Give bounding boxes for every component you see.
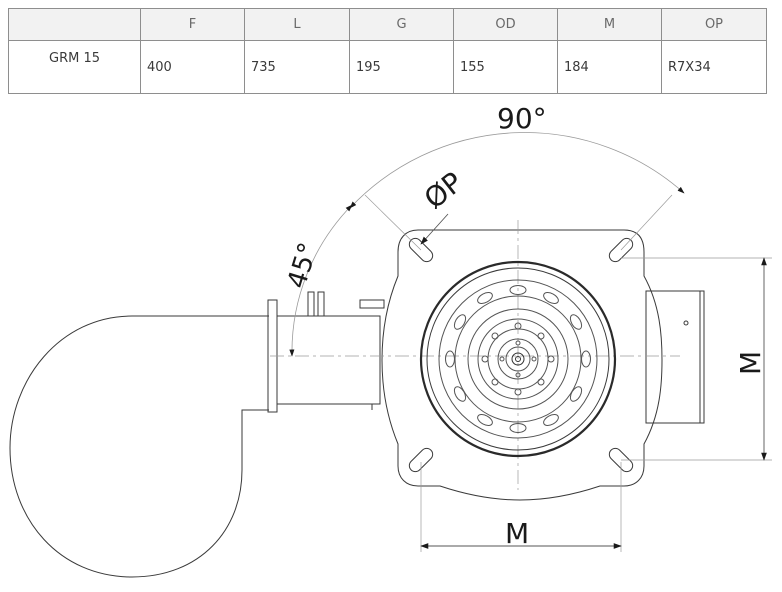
head-holes-inner xyxy=(481,322,555,396)
mounting-plate xyxy=(381,229,663,501)
header-op: OP xyxy=(661,8,767,41)
cell-l: 735 xyxy=(244,40,350,94)
diameter-leader xyxy=(420,213,449,245)
table-row: GRM 15 400 735 195 155 184 R7X34 xyxy=(8,40,767,94)
blast-tube xyxy=(276,315,381,405)
angle-45-label: 45° xyxy=(282,239,324,292)
specs-table: F L G OD M OP GRM 15 400 735 195 155 184… xyxy=(8,8,767,94)
diameter-label: ØP xyxy=(418,166,469,216)
cell-od: 155 xyxy=(453,40,558,94)
header-l: L xyxy=(244,8,350,41)
header-g: G xyxy=(349,8,454,41)
head-slots-outer xyxy=(445,285,591,433)
motor-box xyxy=(645,290,705,424)
cell-m: 184 xyxy=(557,40,662,94)
table-header-row: F L G OD M OP xyxy=(8,8,767,41)
head-outer-ring xyxy=(419,260,617,458)
dim-right-label: M xyxy=(734,351,767,375)
angle-90-label: 90° xyxy=(497,102,547,135)
tube-fitting-3 xyxy=(359,299,385,309)
angle-arc-90 xyxy=(349,132,685,209)
header-od: OD xyxy=(453,8,558,41)
cell-op: R7X34 xyxy=(661,40,767,94)
header-m: M xyxy=(557,8,662,41)
dim-bottom-label: M xyxy=(505,517,529,550)
fan-housing xyxy=(9,315,269,578)
motor-box-screw xyxy=(683,320,689,326)
mount-slot-br xyxy=(608,447,634,473)
cell-model: GRM 15 xyxy=(8,40,141,94)
mount-slot-bl xyxy=(408,447,434,473)
angle-ext-right xyxy=(620,194,673,251)
angle-ext-left xyxy=(364,194,422,251)
header-empty xyxy=(8,8,141,41)
cell-f: 400 xyxy=(140,40,245,94)
mount-slot-tr xyxy=(608,237,634,263)
tube-fitting-2 xyxy=(317,291,325,317)
tube-fitting-1 xyxy=(307,291,315,317)
angle-arc-45 xyxy=(289,204,353,357)
head-center xyxy=(511,352,525,366)
